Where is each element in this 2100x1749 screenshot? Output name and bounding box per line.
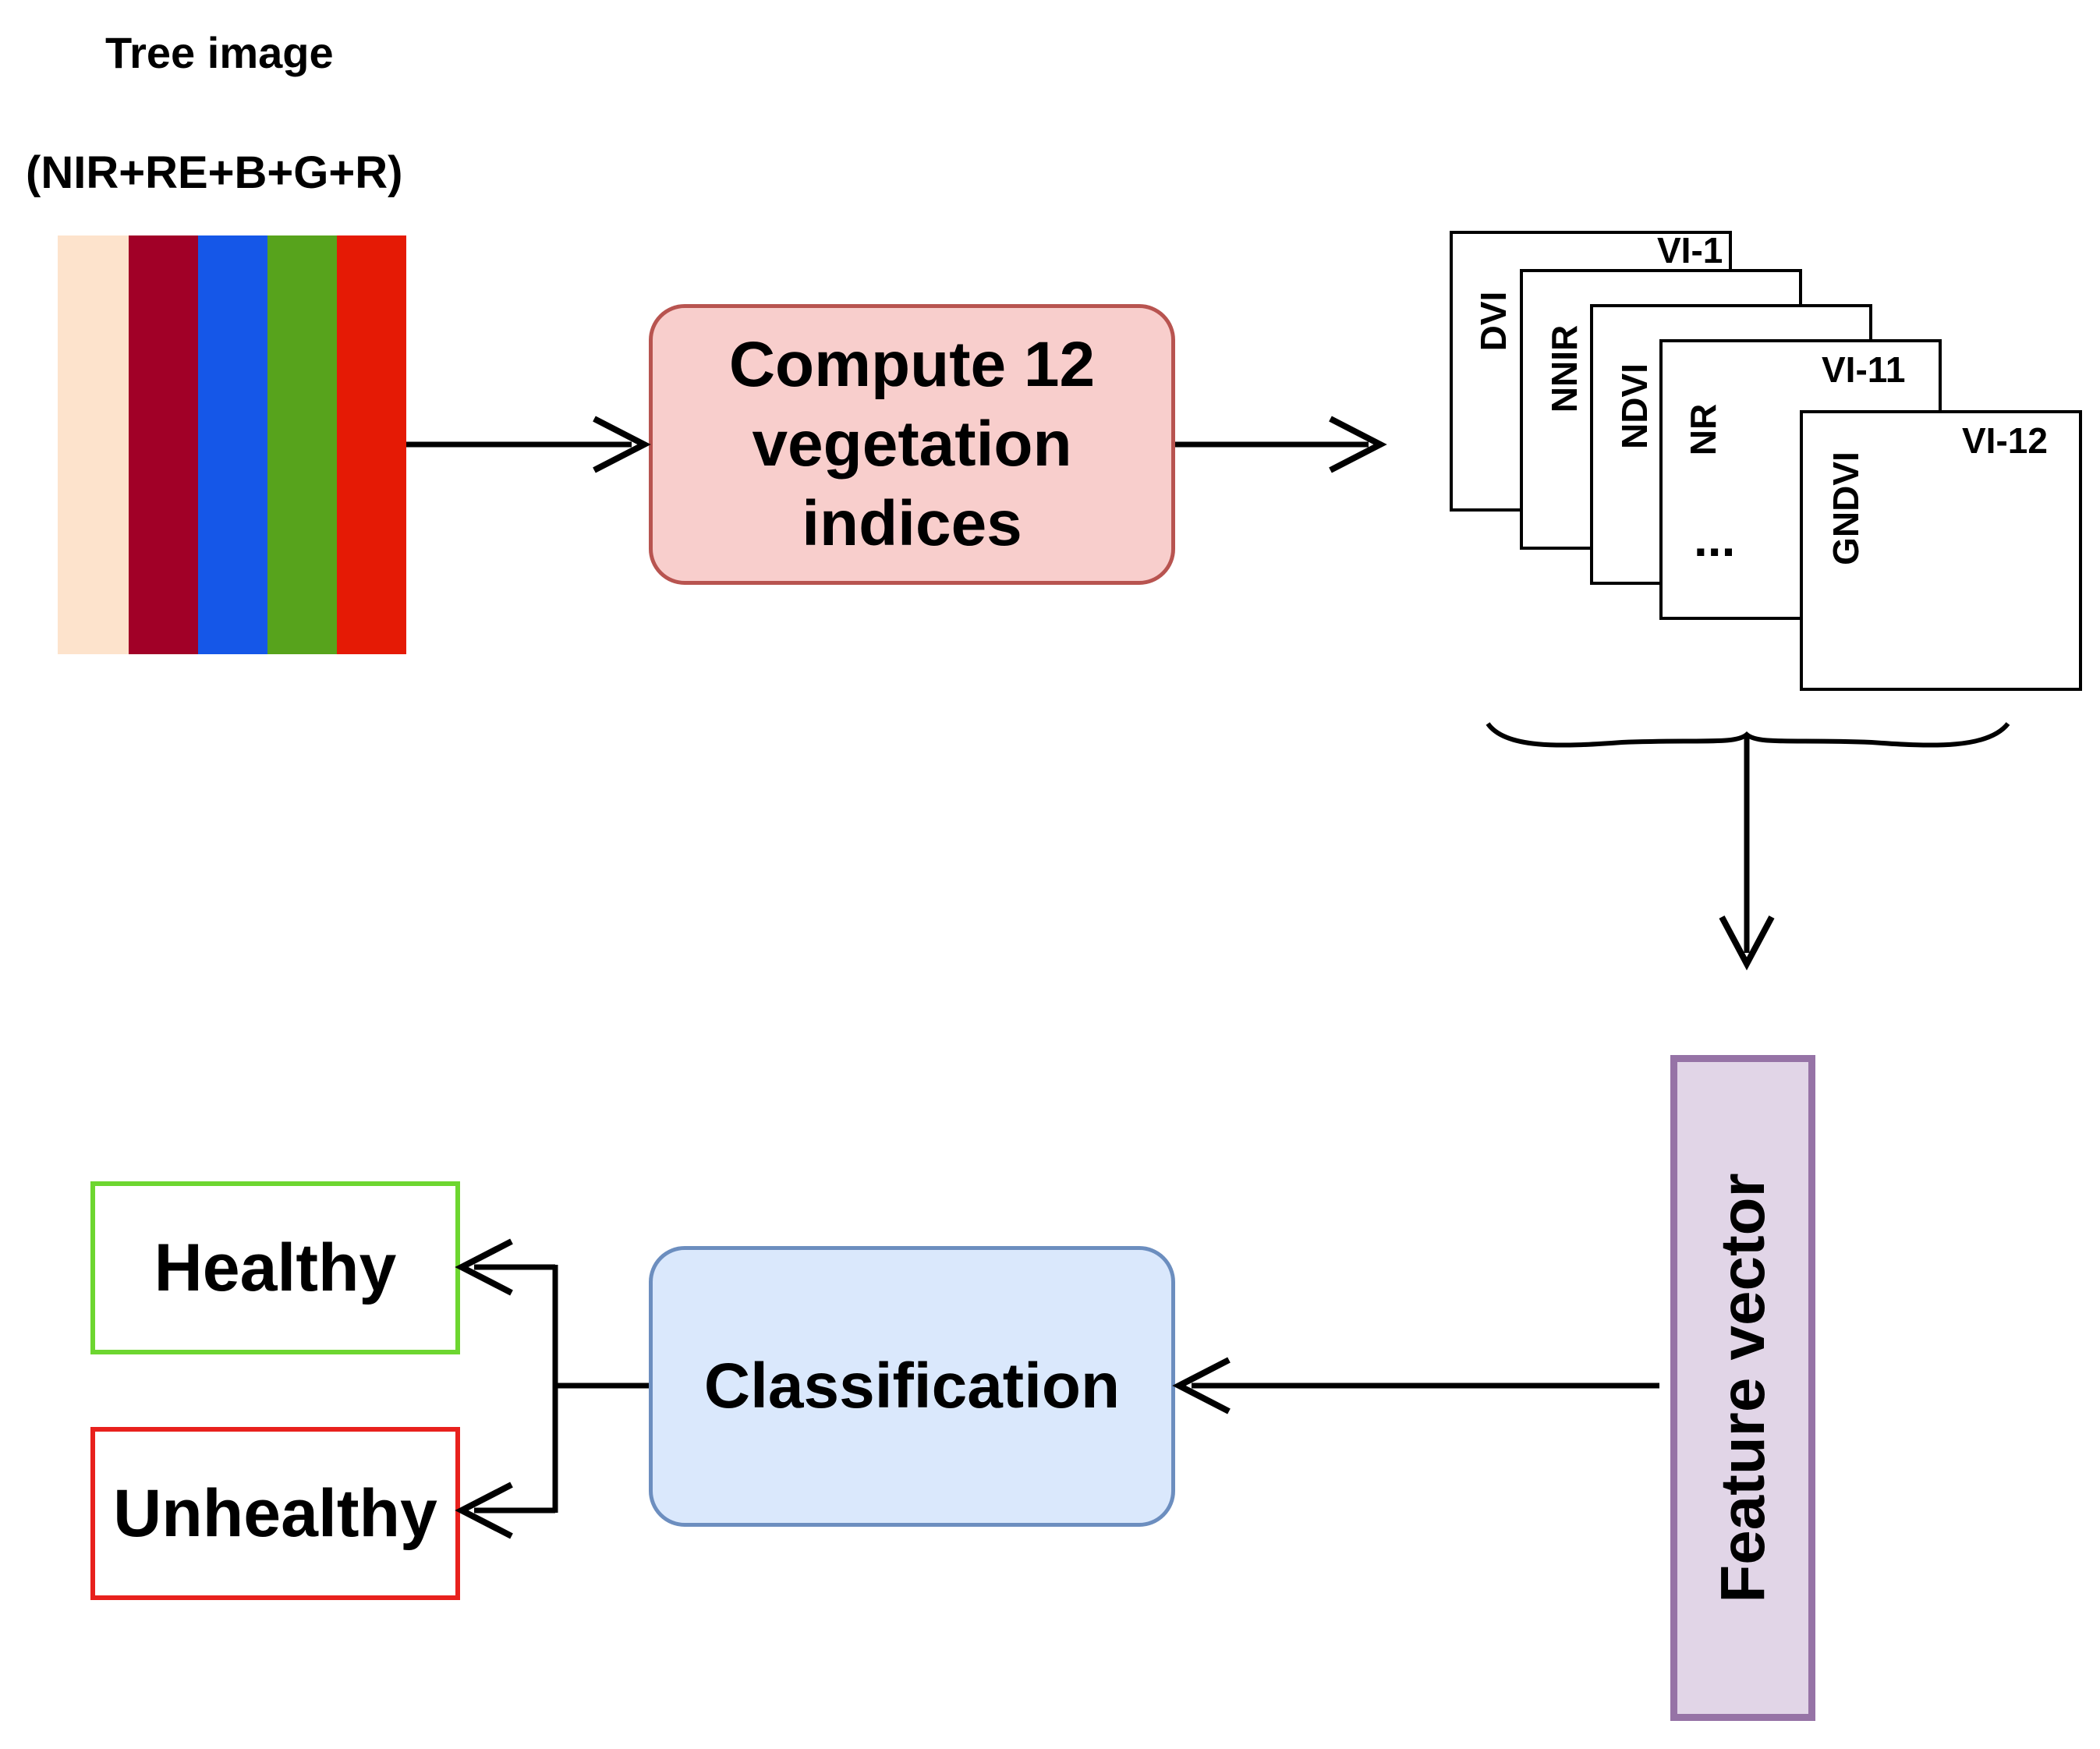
- band-nir: [58, 235, 129, 654]
- compute-indices-box: Compute 12 vegetation indices: [649, 304, 1175, 585]
- arrow-feature-to-classification-head: [1172, 1357, 1231, 1414]
- branch-to-unhealthy-head: [455, 1482, 513, 1539]
- index-card-1-tag: VI-1: [1657, 230, 1723, 271]
- band-g: [267, 235, 337, 654]
- compute-line-3: indices: [802, 488, 1022, 559]
- bands-label: (NIR+RE+B+G+R): [26, 147, 403, 198]
- band-re: [129, 235, 198, 654]
- index-card-5-tag: VI-12: [1962, 420, 2048, 461]
- index-card-4-ellipsis: ...: [1694, 511, 1736, 567]
- arrow-image-to-compute-head: [593, 416, 651, 473]
- classification-box: Classification: [649, 1246, 1175, 1527]
- healthy-box: Healthy: [90, 1181, 460, 1354]
- band-b: [198, 235, 267, 654]
- index-card-4-tag: VI-11: [1822, 349, 1906, 390]
- branch-to-healthy-head: [455, 1238, 513, 1296]
- tree-image-title: Tree image: [105, 28, 334, 77]
- unhealthy-box: Unhealthy: [90, 1427, 460, 1600]
- arrow-stack-to-feature-head: [1719, 915, 1775, 971]
- band-r: [337, 235, 406, 654]
- compute-line-2: vegetation: [752, 409, 1072, 480]
- arrow-compute-to-stack-head: [1329, 416, 1387, 473]
- compute-line-1: Compute 12: [728, 329, 1096, 400]
- feature-vector-box: Feature vector: [1670, 1055, 1815, 1721]
- index-card-5: VI-12 GNDVI: [1800, 410, 2082, 691]
